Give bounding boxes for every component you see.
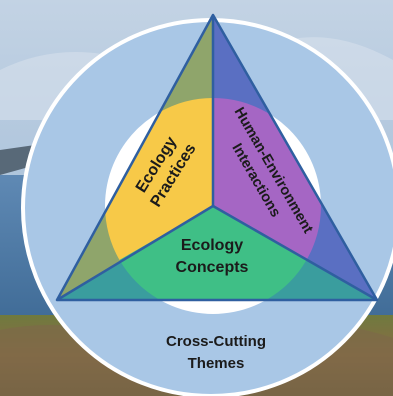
- svg-text:Themes: Themes: [188, 355, 245, 372]
- ecology-concepts-segment: [119, 206, 307, 300]
- cross-cutting-themes-label: Cross-Cutting Themes: [166, 333, 266, 372]
- ecology-concepts-label: Ecology Concepts: [176, 237, 249, 276]
- triangle-outline: [55, 13, 379, 302]
- svg-text:Ecology: Ecology: [181, 237, 243, 254]
- svg-text:Concepts: Concepts: [176, 259, 249, 276]
- svg-text:Cross-Cutting: Cross-Cutting: [166, 333, 266, 350]
